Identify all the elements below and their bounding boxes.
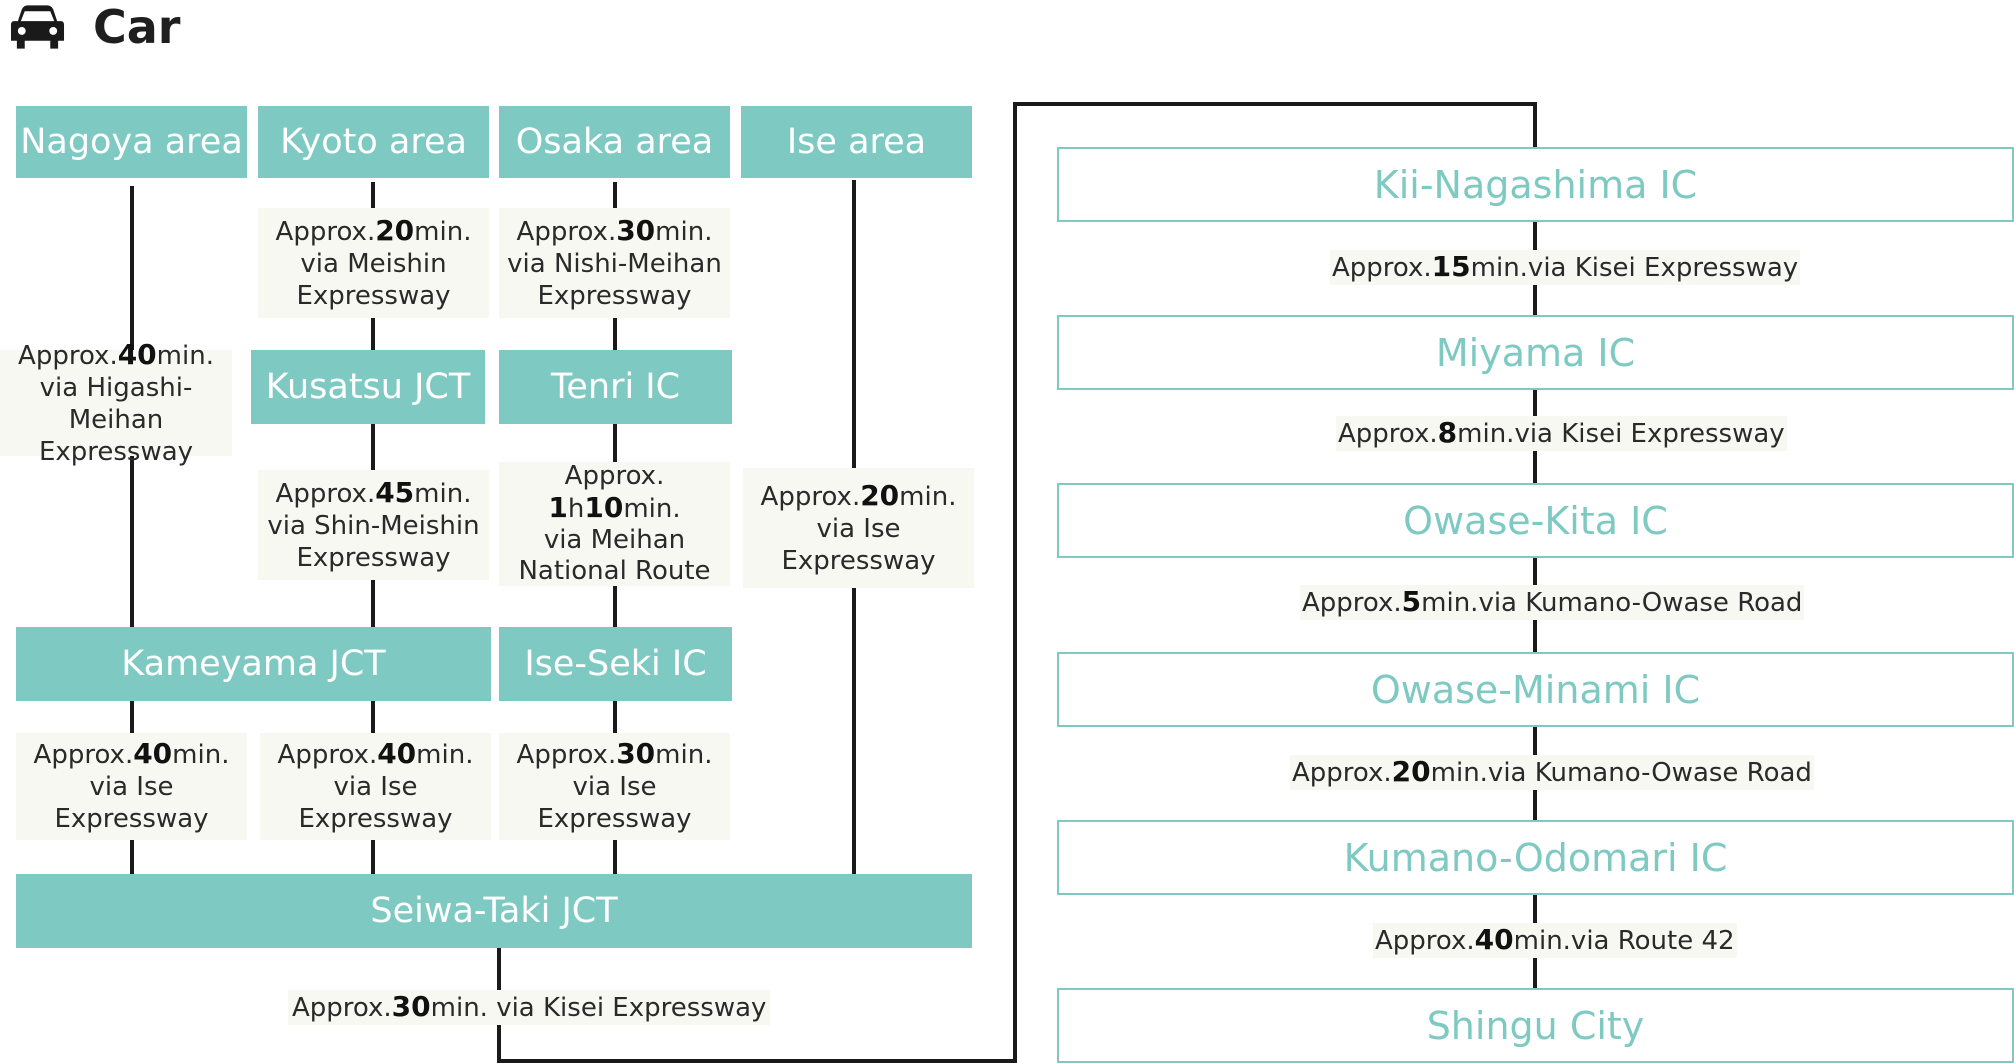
origin-kyoto: Kyoto area xyxy=(258,106,489,178)
note-nagoya-higashi-meihan: Approx.40min. via Higashi-Meihan Express… xyxy=(0,338,232,467)
page-header: Car xyxy=(10,0,181,54)
stop-kii-nagashima-ic: Kii-Nagashima IC xyxy=(1057,147,2014,222)
note-kyoto-meishin: Approx.20min. via Meishin Expressway xyxy=(258,208,489,318)
car-icon xyxy=(10,5,65,49)
waypoint-tenri-ic: Tenri IC xyxy=(499,350,732,424)
stop-shingu-city: Shingu City xyxy=(1057,988,2014,1063)
leg-kumano-odomari-shingu: Approx.40min.via Route 42 xyxy=(1373,923,1737,958)
note-kameyama-ise-left: Approx.40min. via Ise Expressway xyxy=(16,733,247,840)
origin-nagoya: Nagoya area xyxy=(16,106,247,178)
waypoint-kusatsu-jct: Kusatsu JCT xyxy=(251,350,485,424)
note-tenri-meihan-route: Approx. 1h10min. via Meihan National Rou… xyxy=(499,461,730,586)
stop-miyama-ic: Miyama IC xyxy=(1057,315,2014,390)
note-kameyama-ise-right: Approx.40min. via Ise Expressway xyxy=(260,733,491,840)
connector-line xyxy=(130,186,134,874)
note-ise-seki-ise: Approx.30min. via Ise Expressway xyxy=(499,733,730,840)
page-title: Car xyxy=(93,0,181,54)
origin-osaka: Osaka area xyxy=(499,106,730,178)
waypoint-seiwa-taki-jct: Seiwa-Taki JCT xyxy=(16,874,972,948)
leg-owase-minami-kumano-odomari: Approx.20min.via Kumano-Owase Road xyxy=(1290,755,1814,790)
leg-kii-nagashima-miyama: Approx.15min.via Kisei Expressway xyxy=(1330,250,1801,285)
connector-line xyxy=(1013,102,1017,1063)
note-osaka-nishi-meihan: Approx.30min. via Nishi-Meihan Expresswa… xyxy=(499,208,730,318)
origin-ise: Ise area xyxy=(741,106,972,178)
waypoint-ise-seki-ic: Ise-Seki IC xyxy=(499,627,732,701)
connector-line xyxy=(1013,102,1537,106)
note-seiwa-kisei: Approx.30min. via Kisei Expressway xyxy=(288,990,771,1025)
leg-owase-kita-owase-minami: Approx.5min.via Kumano-Owase Road xyxy=(1300,585,1805,620)
stop-owase-kita-ic: Owase-Kita IC xyxy=(1057,483,2014,558)
note-ise-expressway: Approx.20min. via Ise Expressway xyxy=(743,468,974,588)
waypoint-kameyama-jct: Kameyama JCT xyxy=(16,627,491,701)
note-kusatsu-shin-meishin: Approx.45min. via Shin-Meishin Expresswa… xyxy=(258,470,489,580)
connector-line xyxy=(497,1059,1017,1063)
leg-miyama-owase-kita: Approx.8min.via Kisei Expressway xyxy=(1336,416,1787,451)
stop-kumano-odomari-ic: Kumano-Odomari IC xyxy=(1057,820,2014,895)
stop-owase-minami-ic: Owase-Minami IC xyxy=(1057,652,2014,727)
